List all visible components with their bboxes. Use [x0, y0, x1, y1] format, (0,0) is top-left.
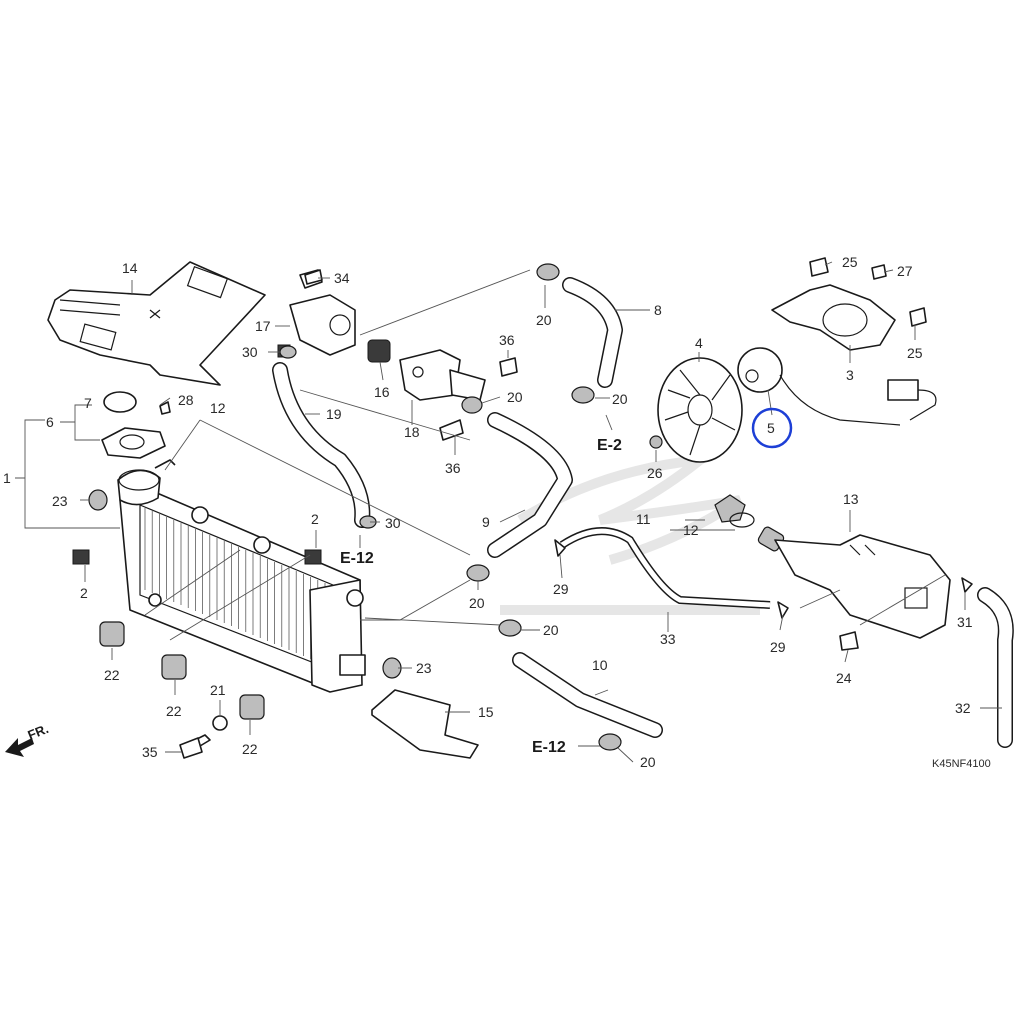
- callout-29: 29: [770, 639, 786, 655]
- callout-20: 20: [507, 389, 523, 405]
- callout-27: 27: [897, 263, 913, 279]
- callout-34: 34: [334, 270, 350, 286]
- callout-11: 11: [636, 511, 651, 527]
- callout-36: 36: [445, 460, 461, 476]
- callout-20: 20: [640, 754, 656, 770]
- bolts: [159, 257, 927, 759]
- callout-12: 12: [210, 400, 226, 416]
- callout-30: 30: [385, 515, 401, 531]
- nut: [649, 435, 663, 449]
- callout-17: 17: [255, 318, 271, 334]
- front-arrow-icon: [5, 738, 34, 757]
- callout-labels: 1 2 2 3 4 5 6 7 8 9 10 11 12 12 13 14 15…: [3, 254, 973, 770]
- callout-4: 4: [695, 335, 703, 351]
- callout-36: 36: [499, 332, 515, 348]
- callout-16: 16: [374, 384, 390, 400]
- callout-30: 30: [242, 344, 258, 360]
- callout-33: 33: [660, 631, 676, 647]
- cover-plate: [47, 261, 266, 386]
- callout-15: 15: [478, 704, 494, 720]
- callout-35: 35: [142, 744, 158, 760]
- callout-2: 2: [311, 511, 319, 527]
- thermostat: [367, 339, 391, 363]
- callout-25: 25: [907, 345, 923, 361]
- radiator-cap: [101, 391, 166, 459]
- front-label: FR.: [26, 721, 51, 743]
- radiator: [117, 459, 366, 693]
- lower-bracket: [371, 689, 479, 759]
- reference-e2: E-2: [597, 437, 622, 454]
- callout-29: 29: [553, 581, 569, 597]
- reservoir-cap: [714, 494, 755, 528]
- reservoir-tank: [757, 526, 951, 639]
- cooling-fan: [657, 357, 743, 463]
- callout-18: 18: [404, 424, 420, 440]
- watermark-logo: [500, 453, 760, 615]
- callout-5: 5: [767, 420, 775, 436]
- fan-motor: [737, 347, 937, 426]
- callout-31: 31: [957, 614, 973, 630]
- reference-e12-upper: E-12: [340, 550, 374, 567]
- callout-22: 22: [104, 667, 120, 683]
- callout-20: 20: [469, 595, 485, 611]
- callout-9: 9: [482, 514, 490, 530]
- callout-10: 10: [592, 657, 608, 673]
- callout-22: 22: [166, 703, 182, 719]
- callout-19: 19: [326, 406, 342, 422]
- front-direction: FR.: [5, 721, 51, 757]
- callout-21: 21: [210, 682, 226, 698]
- callout-1: 1: [3, 470, 11, 486]
- callout-20: 20: [536, 312, 552, 328]
- leader-lines: [15, 261, 1002, 763]
- callout-25: 25: [842, 254, 858, 270]
- fan-shroud: [771, 284, 896, 351]
- callout-23: 23: [52, 493, 68, 509]
- reference-e12-lower: E-12: [532, 739, 566, 756]
- callout-22: 22: [242, 741, 258, 757]
- small-clips: [554, 539, 973, 619]
- callout-13: 13: [843, 491, 859, 507]
- water-pipe: [399, 349, 486, 401]
- diagram-code: K45NF4100: [932, 758, 991, 770]
- callout-24: 24: [836, 670, 852, 686]
- callout-12: 12: [683, 522, 699, 538]
- callout-26: 26: [647, 465, 663, 481]
- callout-28: 28: [178, 392, 194, 408]
- callout-7: 7: [84, 395, 92, 411]
- reference-labels: E-12 E-2 E-12: [340, 437, 622, 756]
- callout-32: 32: [955, 700, 971, 716]
- callout-20: 20: [612, 391, 628, 407]
- callout-23: 23: [416, 660, 432, 676]
- callout-6: 6: [46, 414, 54, 430]
- callout-14: 14: [122, 260, 138, 276]
- highlight-circle: [751, 407, 793, 449]
- callout-20: 20: [543, 622, 559, 638]
- hose-clamps: [279, 263, 622, 751]
- callout-2: 2: [80, 585, 88, 601]
- callout-8: 8: [654, 302, 662, 318]
- callout-3: 3: [846, 367, 854, 383]
